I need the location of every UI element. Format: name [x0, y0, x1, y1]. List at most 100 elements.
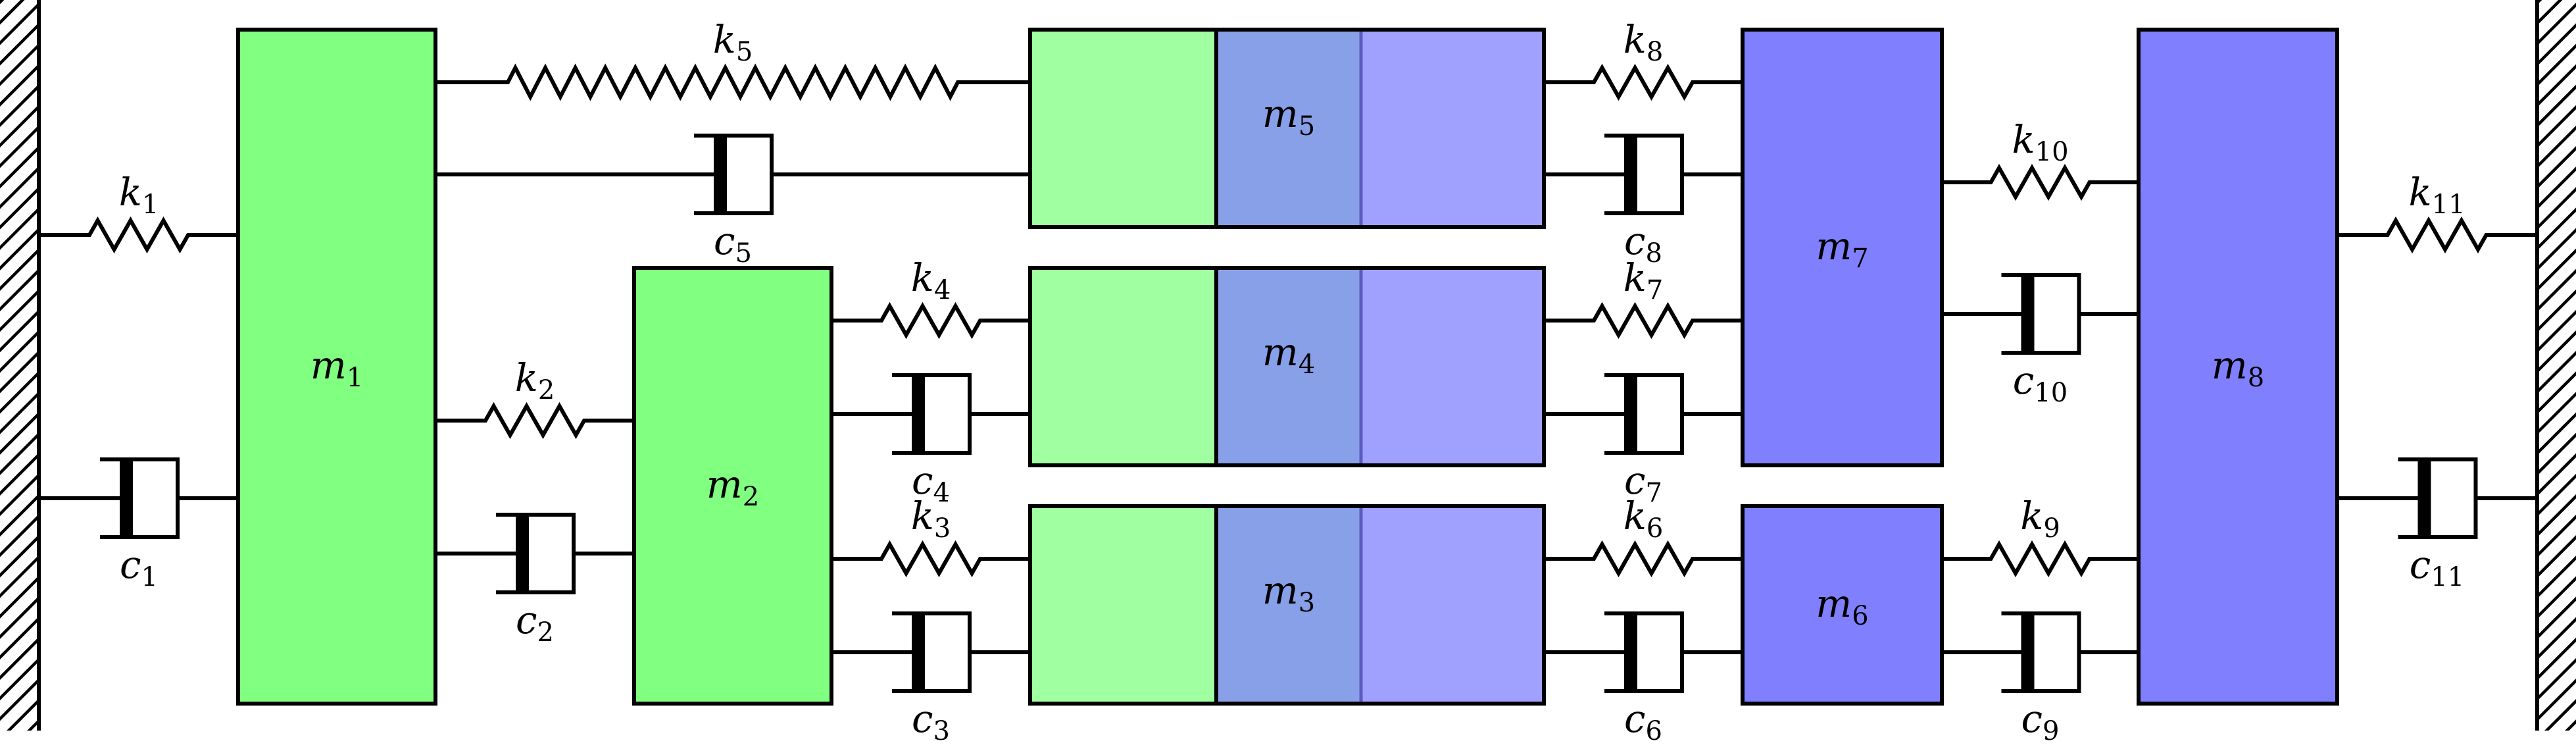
spring-label-k1-symbol: k [119, 170, 142, 215]
damper-label-c5: c5 [714, 219, 752, 269]
mass-label-m3-subscript: 3 [1299, 588, 1315, 618]
mass-m6 [1741, 504, 1944, 706]
spring-coil-icon [435, 63, 1030, 101]
damper-label-c6-subscript: 6 [1646, 716, 1662, 746]
mass-label-m6-symbol: m [1816, 581, 1852, 626]
mass-label-m6: m6 [1816, 581, 1868, 631]
damper-label-c5-subscript: 5 [735, 238, 752, 269]
spring-label-k11-subscript: 11 [2432, 190, 2465, 220]
mass-label-m7-subscript: 7 [1852, 244, 1868, 274]
damper-piston-icon [516, 515, 529, 592]
right-wall [2535, 0, 2576, 731]
spring-label-k11-symbol: k [2408, 170, 2431, 215]
spring-label-k3-subscript: 3 [934, 513, 951, 544]
spring-label-k8-subscript: 8 [1647, 37, 1663, 67]
damper-label-c8-subscript: 8 [1646, 238, 1662, 269]
damper-piston-icon [1624, 375, 1637, 453]
damper-c10 [1942, 273, 2139, 355]
mass-label-m4-subscript: 4 [1299, 349, 1315, 380]
damper-c6 [1544, 611, 1743, 693]
damper-label-c6-symbol: c [1624, 696, 1645, 741]
spring-label-k4-subscript: 4 [934, 275, 951, 305]
spring-label-k10-subscript: 10 [2035, 137, 2069, 167]
mass-label-m6-subscript: 6 [1852, 601, 1868, 631]
mass-label-m8-symbol: m [2212, 343, 2248, 388]
mass-m2 [632, 266, 833, 706]
spring-label-k4-symbol: k [911, 255, 934, 300]
damper-label-c7-subscript: 7 [1646, 478, 1662, 508]
spring-label-k3-symbol: k [911, 494, 934, 538]
mass-label-m3-symbol: m [1262, 568, 1299, 613]
spring-k3 [831, 540, 1030, 578]
damper-label-c2-symbol: c [516, 598, 537, 642]
spring-label-k8: k8 [1623, 17, 1664, 67]
spring-label-k2-subscript: 2 [538, 375, 555, 405]
spring-coil-icon [1544, 301, 1743, 340]
damper-label-c1-subscript: 1 [141, 562, 158, 592]
spring-coil-icon [1544, 63, 1743, 101]
damper-piston-icon [2021, 275, 2035, 353]
damper-label-c10: c10 [2013, 358, 2068, 408]
spring-k11 [2337, 216, 2537, 254]
damper-label-c4: c4 [912, 458, 950, 508]
mass-label-m5: m5 [1262, 91, 1315, 142]
damper-label-c7-symbol: c [1624, 458, 1645, 503]
damper-label-c11: c11 [2410, 542, 2464, 592]
damper-label-c11-symbol: c [2410, 542, 2431, 587]
damper-label-c8: c8 [1624, 219, 1662, 269]
spring-k6 [1544, 540, 1743, 578]
damper-c8 [1544, 134, 1743, 215]
mass-label-m7: m7 [1816, 224, 1868, 274]
damper-c2 [435, 513, 634, 594]
spring-label-k6-symbol: k [1623, 494, 1647, 538]
spring-label-k10: k10 [2012, 117, 2068, 167]
spring-k8 [1544, 63, 1743, 101]
spring-label-k9-subscript: 9 [2043, 513, 2060, 544]
mass-m3 [1028, 504, 1546, 706]
mass-label-m8: m8 [2212, 343, 2264, 393]
damper-c11 [2337, 457, 2537, 539]
damper-label-c3: c3 [912, 696, 950, 746]
spring-k10 [1942, 163, 2139, 201]
spring-label-k7-subscript: 7 [1647, 275, 1663, 305]
mass-m4 [1028, 266, 1546, 467]
mass-label-m7-symbol: m [1816, 224, 1852, 269]
damper-label-c2-subscript: 2 [537, 617, 554, 648]
mass-label-m5-subscript: 5 [1299, 111, 1315, 142]
damper-piston-icon [2021, 613, 2035, 691]
spring-coil-icon [831, 540, 1030, 578]
spring-coil-icon [1544, 540, 1743, 578]
spring-label-k7-symbol: k [1623, 255, 1647, 300]
spring-coil-icon [1942, 540, 2139, 578]
mass-label-m5-symbol: m [1262, 91, 1299, 136]
mass-m7 [1741, 28, 1944, 467]
spring-label-k8-symbol: k [1623, 17, 1647, 62]
damper-label-c9-subscript: 9 [2043, 716, 2059, 746]
damper-label-c3-subscript: 3 [933, 716, 950, 746]
left-wall [0, 0, 41, 731]
damper-c9 [1942, 611, 2139, 693]
damper-label-c6: c6 [1624, 696, 1662, 746]
spring-label-k2-symbol: k [515, 355, 538, 400]
spring-coil-icon [831, 301, 1030, 340]
spring-label-k5-subscript: 5 [736, 37, 753, 67]
mass-m8 [2137, 28, 2339, 706]
mass-label-m3: m3 [1262, 568, 1315, 618]
spring-coil-icon [435, 401, 634, 440]
damper-label-c11-subscript: 11 [2431, 562, 2464, 592]
damper-piston-icon [1624, 613, 1637, 691]
damper-c4 [831, 373, 1030, 455]
damper-label-c3-symbol: c [912, 696, 933, 741]
spring-label-k11: k11 [2408, 170, 2465, 220]
spring-coil-icon [1942, 163, 2139, 201]
damper-label-c1: c1 [120, 542, 158, 592]
mass-m1 [236, 28, 437, 706]
damper-piston-icon [912, 613, 925, 691]
damper-label-c1-symbol: c [120, 542, 141, 587]
damper-piston-icon [1624, 136, 1637, 213]
spring-label-k9: k9 [2020, 494, 2060, 544]
mass-label-m1-symbol: m [310, 343, 347, 388]
spring-label-k3: k3 [911, 494, 951, 544]
spring-label-k7: k7 [1623, 255, 1664, 305]
damper-c7 [1544, 373, 1743, 455]
